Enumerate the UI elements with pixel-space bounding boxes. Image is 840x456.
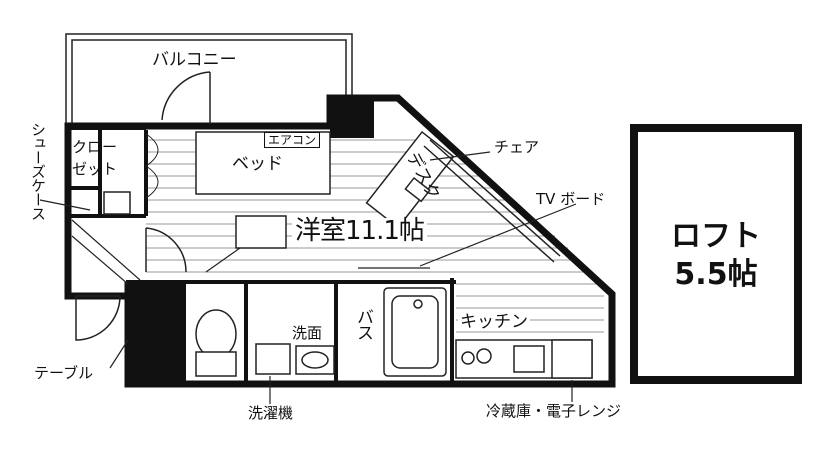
fridge-microwave-label: 冷蔵庫・電子レンジ [486, 402, 622, 420]
entrance-door [75, 295, 121, 341]
closet-label-line2: ゼット [72, 160, 118, 178]
room-door [145, 227, 187, 273]
toilet [195, 309, 237, 377]
aircon-label: エアコン [264, 132, 321, 148]
bed [195, 131, 331, 195]
interior-walls [68, 130, 456, 384]
washbasin-label: 洗面 [292, 324, 323, 342]
balcony-label: バルコニー [152, 50, 237, 70]
bath-label: バス [353, 308, 373, 340]
bathtub [383, 287, 447, 377]
balcony [65, 33, 353, 125]
loft [630, 124, 802, 384]
closet-doors [103, 133, 159, 215]
kitchen-label: キッチン [458, 312, 530, 332]
balcony-door [161, 71, 211, 124]
loft-label: ロフト 5.5帖 [640, 218, 792, 293]
western-room-label: 洋室11.1帖 [292, 218, 427, 244]
kitchen-counter [455, 339, 593, 379]
wall-block-top [330, 96, 374, 138]
entry-lines [71, 219, 141, 285]
shoe-case-label: シューズケース [29, 122, 47, 220]
table-label: テーブル [34, 364, 94, 382]
leader-lines [39, 151, 577, 404]
chair-label: チェア [494, 138, 540, 156]
washing-machine-furniture [255, 343, 291, 375]
loft-label-line2: 5.5帖 [674, 256, 758, 292]
chair [404, 176, 431, 203]
wall-block-corner [66, 124, 146, 130]
closet-label-line1: クロー [72, 138, 118, 156]
wall-block-left [126, 280, 186, 386]
desk [365, 130, 455, 229]
tv-board-label: TV ボード [536, 190, 606, 208]
tv-board-furniture [423, 139, 561, 263]
washing-machine-label: 洗濯機 [248, 404, 294, 422]
table-furniture [235, 215, 287, 249]
washbasin [295, 345, 335, 375]
loft-label-line1: ロフト [671, 219, 761, 254]
bed-label: ベッド [232, 154, 283, 174]
